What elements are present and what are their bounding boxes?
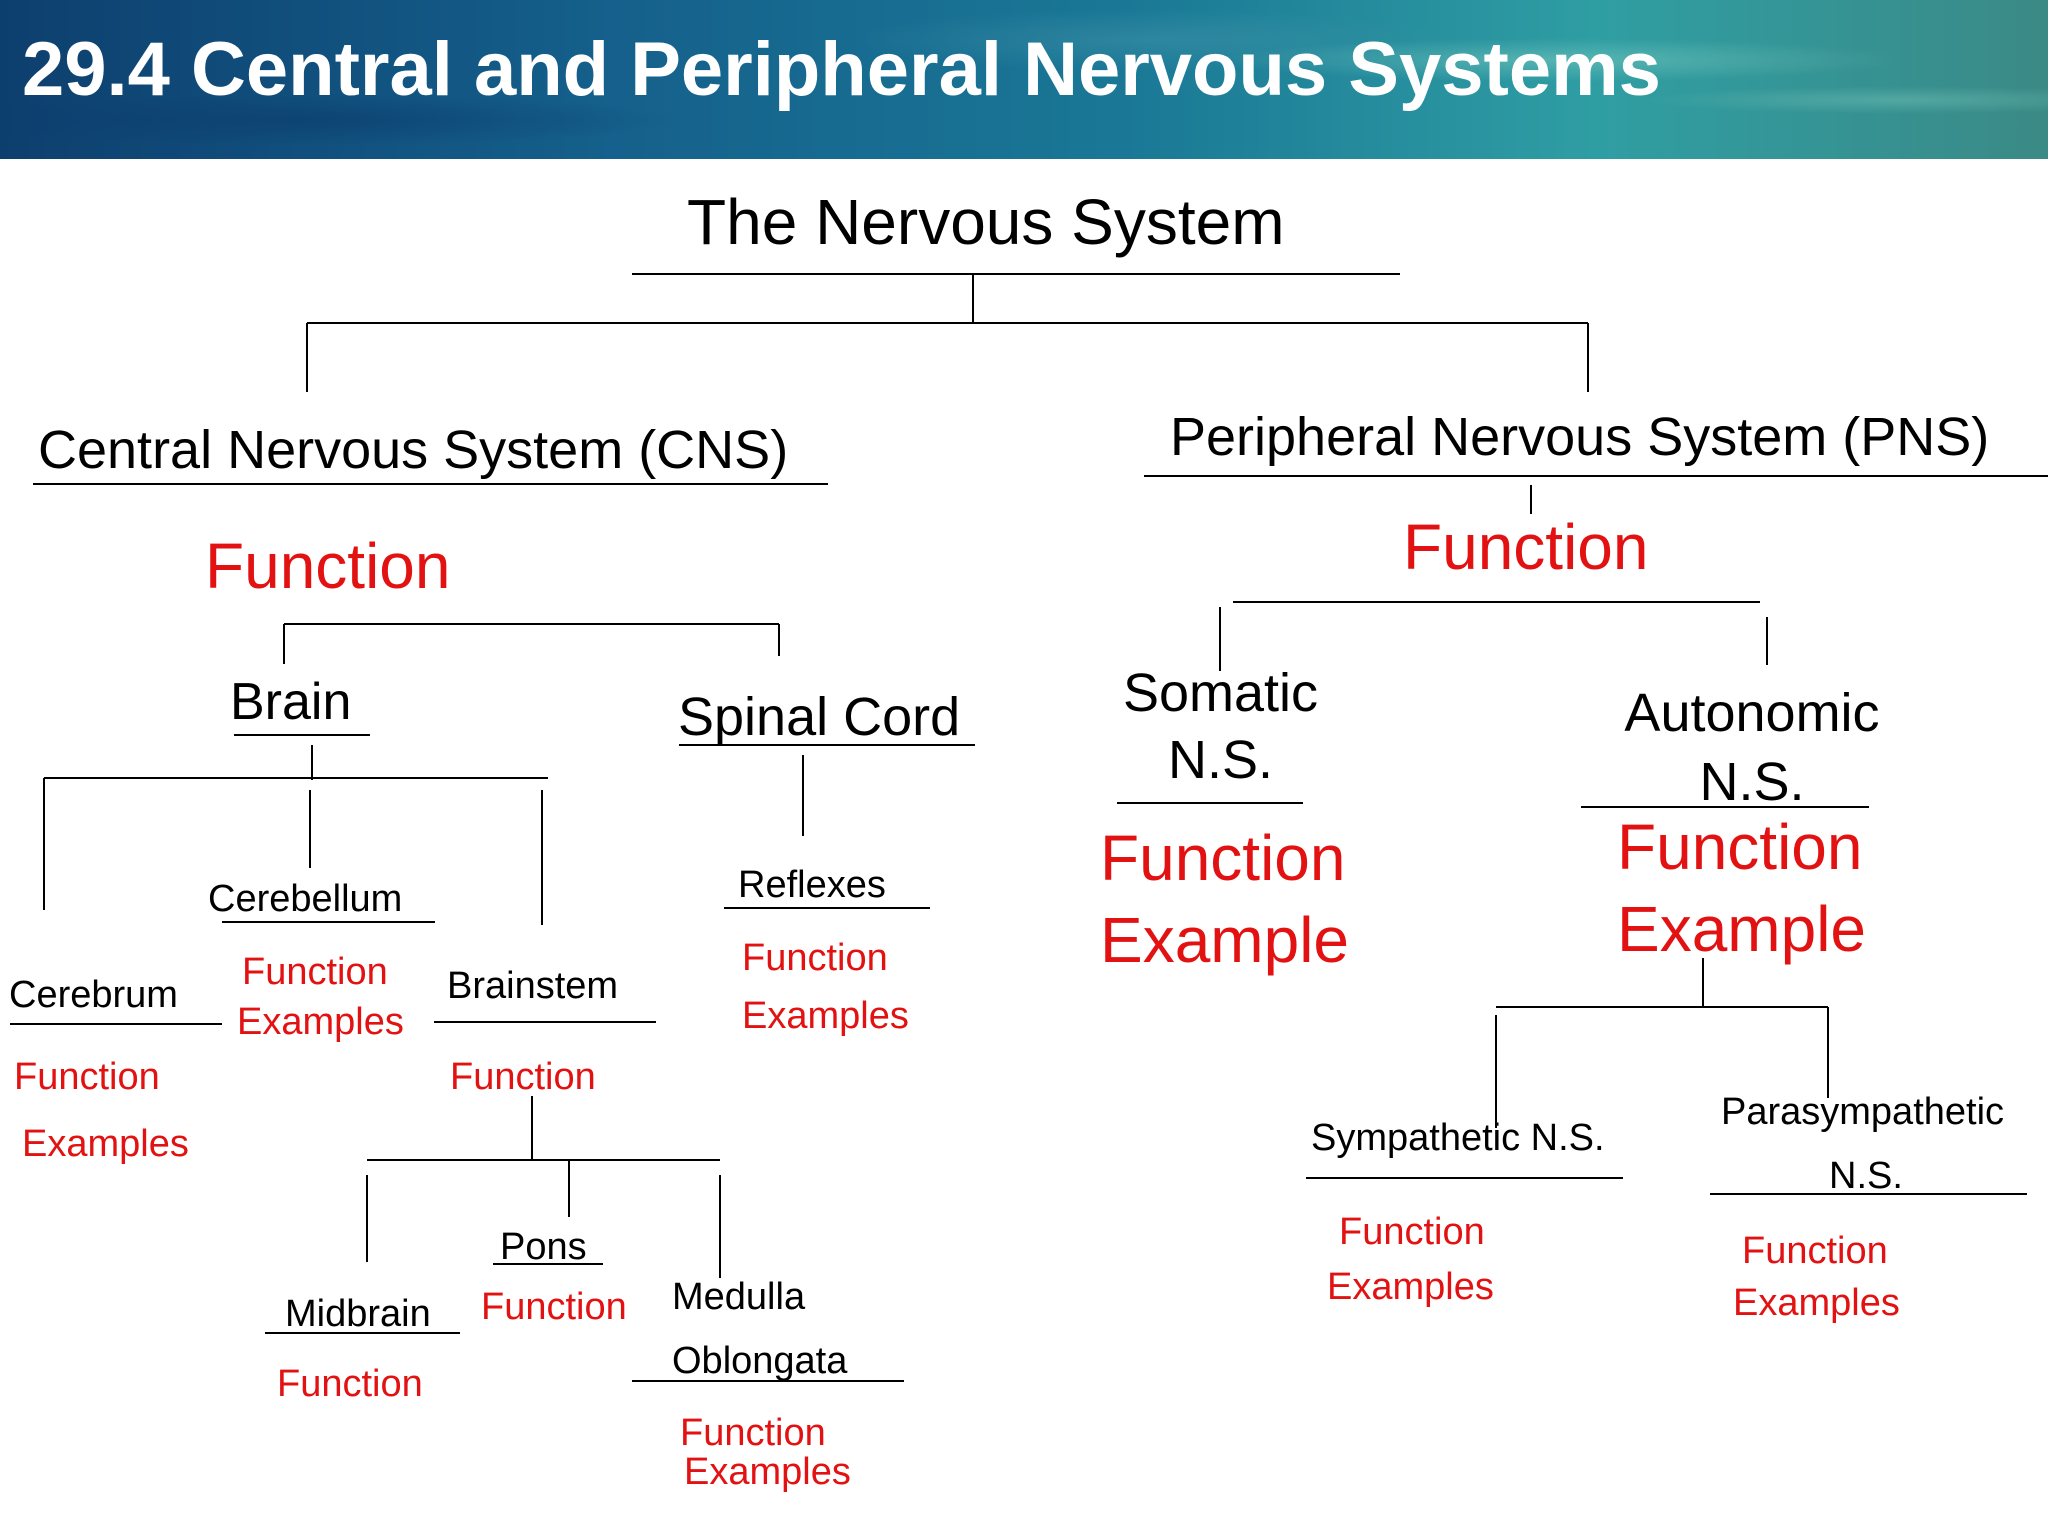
spinal-cord-label: Spinal Cord: [678, 687, 961, 747]
brainstem-function: Function: [450, 1056, 596, 1098]
cerebellum-function: Function: [242, 951, 388, 993]
cerebrum-examples: Examples: [22, 1123, 189, 1165]
autonomic-label-line2: N.S.: [1699, 752, 1805, 812]
autonomic-function: Function: [1617, 811, 1863, 883]
medulla-label-line1: Medulla: [672, 1276, 806, 1318]
medulla-function: Function: [680, 1412, 826, 1454]
autonomic-label-line1: Autonomic: [1624, 683, 1880, 743]
cerebellum-examples: Examples: [237, 1001, 404, 1043]
sympathetic-function: Function: [1339, 1211, 1485, 1253]
autonomic-example: Example: [1617, 893, 1866, 965]
pons-function: Function: [481, 1286, 627, 1328]
reflexes-examples: Examples: [742, 995, 909, 1037]
somatic-label-line2: N.S.: [1167, 730, 1274, 790]
cerebellum-label: Cerebellum: [208, 878, 403, 920]
medulla-examples: Examples: [684, 1451, 851, 1493]
somatic-label-line1: Somatic: [1122, 663, 1319, 723]
reflexes-label: Reflexes: [738, 864, 886, 906]
slide-header-banner: 29.4 Central and Peripheral Nervous Syst…: [0, 0, 2048, 159]
parasympathetic-examples: Examples: [1733, 1282, 1900, 1324]
pons-label: Pons: [500, 1226, 587, 1268]
parasympathetic-function: Function: [1742, 1230, 1888, 1272]
midbrain-label: Midbrain: [285, 1293, 431, 1335]
cerebrum-function: Function: [14, 1056, 160, 1098]
pns-label: Peripheral Nervous System (PNS): [1170, 407, 1990, 467]
sympathetic-examples: Examples: [1327, 1266, 1494, 1308]
medulla-label-line2: Oblongata: [672, 1340, 848, 1382]
cerebrum-label: Cerebrum: [9, 974, 178, 1016]
midbrain-function: Function: [277, 1363, 423, 1405]
parasympathetic-label-line1: Parasympathetic: [1721, 1091, 2005, 1133]
pns-function: Function: [1403, 511, 1649, 583]
parasympathetic-label-line2: N.S.: [1829, 1155, 1903, 1197]
sympathetic-label: Sympathetic N.S.: [1311, 1117, 1605, 1159]
somatic-function: Function: [1100, 822, 1346, 894]
cns-label: Central Nervous System (CNS): [38, 420, 789, 480]
cns-function: Function: [205, 530, 451, 602]
somatic-example: Example: [1100, 904, 1349, 976]
brainstem-label: Brainstem: [447, 965, 619, 1007]
root-label: The Nervous System: [687, 186, 1285, 258]
brain-label: Brain: [230, 673, 352, 731]
reflexes-function: Function: [742, 937, 888, 979]
slide-title: 29.4 Central and Peripheral Nervous Syst…: [22, 27, 1661, 112]
